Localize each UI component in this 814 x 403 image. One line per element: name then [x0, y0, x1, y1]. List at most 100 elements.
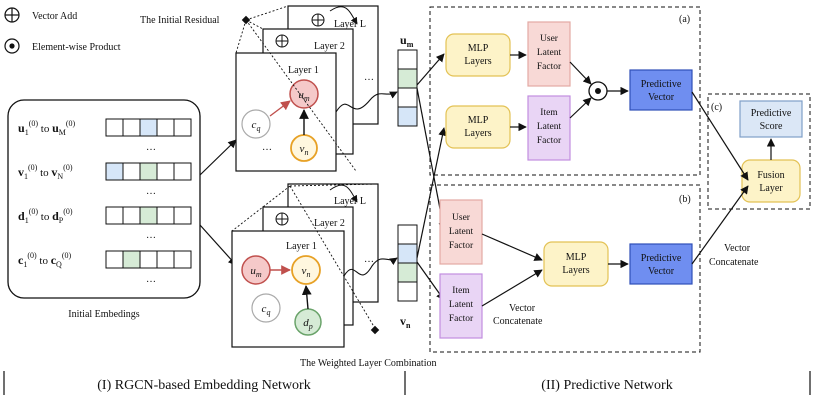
embedding-cell — [105, 118, 124, 137]
embedding-cell — [156, 118, 175, 137]
top-node-um — [289, 79, 319, 109]
top-dots: … — [262, 142, 272, 153]
top-stack-dots: … — [364, 72, 374, 83]
um-vector: um — [397, 33, 418, 127]
embedding-row-label: u1(0) to uM(0) — [18, 119, 76, 137]
initial-residual-label: The Initial Residual — [140, 15, 220, 26]
vector-add-icon — [4, 7, 20, 23]
top-layer-stack: Layer L Layer 2 Layer 1 um cq vn … … — [235, 5, 398, 172]
svg-text:Factor: Factor — [537, 136, 562, 146]
bottom-node-vn — [291, 255, 321, 285]
svg-text:User: User — [452, 213, 471, 223]
section-a-tag: (a) — [679, 14, 690, 25]
vn-vector: vn — [397, 224, 418, 330]
embedding-cell — [173, 206, 192, 225]
elementwise-product-icon — [4, 38, 20, 54]
embedding-cell — [139, 162, 158, 181]
embedding-row-label: c1(0) to cQ(0) — [18, 251, 71, 269]
svg-text:Layer: Layer — [759, 183, 783, 194]
svg-text:Factor: Factor — [449, 241, 474, 251]
section-c-tag: (c) — [711, 102, 722, 113]
weighted-layer-combination-label: The Weighted Layer Combination — [300, 358, 436, 369]
initial-embeddings-label: Initial Embedings — [68, 309, 139, 320]
embedding-cell — [105, 250, 124, 269]
embedding-cell — [122, 162, 141, 181]
svg-text:MLP: MLP — [566, 252, 587, 263]
section-b-tag: (b) — [679, 194, 691, 205]
svg-text:Factor: Factor — [449, 314, 474, 324]
embedding-row-label: v1(0) to vN(0) — [18, 163, 73, 181]
top-layer-1-label: Layer 1 — [288, 65, 319, 76]
svg-text:User: User — [540, 34, 559, 44]
top-node-cq-label: cq — [252, 119, 261, 133]
svg-text:um: um — [250, 265, 262, 279]
svg-text:Vector: Vector — [648, 266, 675, 277]
svg-text:Fusion: Fusion — [757, 170, 784, 181]
b-predictive-vector — [629, 243, 693, 285]
b-vector-concat-label-1: Vector — [509, 303, 536, 314]
footer-right-label: (II) Predictive Network — [541, 378, 672, 393]
embedding-cell — [139, 118, 158, 137]
top-layer-2-label: Layer 2 — [314, 41, 345, 52]
c-fusion-layer — [741, 159, 801, 203]
svg-text:dp: dp — [303, 317, 313, 331]
embedding-cell — [156, 162, 175, 181]
arrow-emb-to-top — [199, 139, 237, 176]
svg-text:Score: Score — [760, 121, 783, 132]
svg-text:vn: vn — [302, 265, 311, 279]
initial-embeddings-block: u1(0) to uM(0) … v1(0) to vN(0) … d1(0) to d… — [7, 99, 201, 320]
a-elementwise-product-icon — [588, 81, 608, 101]
b-item-latent-factor — [439, 273, 483, 339]
b-vector-concat-label-2: Concatenate — [493, 316, 543, 327]
a-user-latent-factor — [527, 21, 571, 87]
legend-vector-add: Vector Add — [32, 11, 77, 22]
svg-text:Layers: Layers — [562, 265, 589, 276]
legend-elementwise-product: Element-wise Product — [32, 42, 121, 53]
a-item-latent-factor — [527, 95, 571, 161]
svg-text:cq: cq — [262, 303, 271, 317]
svg-text:Layers: Layers — [464, 56, 491, 67]
embedding-row-dots: … — [146, 186, 156, 197]
embedding-cell — [139, 206, 158, 225]
svg-text:Vector: Vector — [648, 92, 675, 103]
top-node-cq — [241, 109, 271, 139]
embedding-row-label: d1(0) to dP(0) — [18, 207, 73, 225]
bottom-layer-1-label: Layer 1 — [286, 241, 317, 252]
top-add-icon-L — [311, 13, 325, 27]
svg-text:Predictive: Predictive — [751, 108, 792, 119]
svg-text:Latent: Latent — [537, 122, 562, 132]
embedding-cell — [139, 250, 158, 269]
a-mlp-layers-1 — [445, 33, 511, 77]
embedding-cell — [105, 206, 124, 225]
b-user-latent-factor — [439, 199, 483, 265]
svg-text:Latent: Latent — [449, 227, 474, 237]
legend: Vector Add Element-wise Product — [4, 7, 121, 54]
embedding-row-dots: … — [146, 230, 156, 241]
a-predictive-vector — [629, 69, 693, 111]
embedding-row-dots: … — [146, 142, 156, 153]
section-a: (a) MLP Layers MLP Layers User Latent Fa… — [429, 6, 701, 176]
top-node-vn-label: vn — [300, 143, 309, 157]
embedding-cell — [122, 206, 141, 225]
bottom-add-icon-2 — [275, 212, 289, 226]
svg-text:Layers: Layers — [464, 128, 491, 139]
bottom-layer-stack: Layer L Layer 2 Layer 1 um vn cq dp … — [231, 183, 398, 348]
embedding-cell — [156, 250, 175, 269]
b-mlp-layers — [543, 241, 609, 287]
svg-text:Predictive: Predictive — [641, 253, 682, 264]
bottom-stack-dots: … — [364, 254, 374, 265]
c-predictive-score — [739, 100, 803, 138]
svg-text:Item: Item — [540, 108, 558, 118]
embedding-cell — [173, 118, 192, 137]
svg-text:Latent: Latent — [537, 48, 562, 58]
svg-text:um: um — [400, 33, 414, 49]
embedding-cell — [122, 118, 141, 137]
embedding-row-dots: … — [146, 274, 156, 285]
svg-text:Predictive: Predictive — [641, 79, 682, 90]
svg-text:Latent: Latent — [449, 300, 474, 310]
a-mlp-layers-2 — [445, 105, 511, 149]
bottom-layer-2-label: Layer 2 — [314, 218, 345, 229]
bottom-node-cq — [251, 293, 281, 323]
